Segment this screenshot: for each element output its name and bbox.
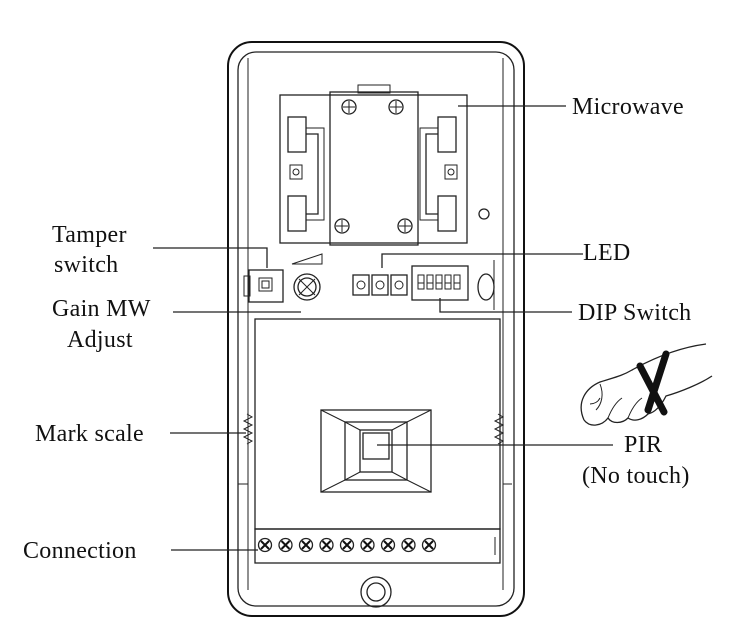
mark-scale-left bbox=[242, 413, 254, 445]
label-dip-switch: DIP Switch bbox=[578, 300, 691, 326]
terminal-screw-icon bbox=[339, 537, 355, 553]
screw-icon bbox=[334, 99, 413, 234]
terminal-block bbox=[254, 528, 501, 564]
detector-housing bbox=[227, 41, 525, 617]
gain-potentiometer bbox=[291, 253, 323, 301]
dip-switch bbox=[411, 265, 469, 301]
tamper-switch bbox=[243, 269, 284, 303]
terminal-screw-icon bbox=[380, 537, 396, 553]
led-array bbox=[352, 274, 408, 296]
label-led: LED bbox=[583, 240, 631, 266]
microwave-module bbox=[279, 84, 490, 246]
label-gain-line2: Adjust bbox=[67, 327, 133, 353]
terminal-screw-icon bbox=[257, 537, 273, 553]
pir-sensor bbox=[320, 409, 432, 493]
label-connection: Connection bbox=[23, 538, 137, 564]
terminal-screw-icon bbox=[421, 537, 437, 553]
callout-lines bbox=[153, 105, 613, 551]
no-touch-hand-icon bbox=[580, 343, 713, 426]
terminal-screw-icon bbox=[360, 537, 375, 553]
terminal-screw-icon bbox=[401, 537, 416, 553]
label-mark-scale: Mark scale bbox=[35, 421, 144, 447]
label-gain-line1: Gain MW bbox=[52, 296, 151, 322]
label-microwave: Microwave bbox=[572, 94, 684, 120]
label-tamper-line2: switch bbox=[54, 252, 118, 278]
label-pir-line1: PIR bbox=[624, 432, 662, 458]
terminal-screw-icon bbox=[319, 537, 334, 553]
pir-board bbox=[238, 318, 512, 530]
mark-scale-right bbox=[493, 413, 505, 445]
mounting-slot bbox=[477, 273, 495, 301]
label-pir-line2: (No touch) bbox=[582, 463, 690, 489]
terminal-screw-icon bbox=[278, 537, 293, 553]
terminal-screw-icon bbox=[298, 537, 314, 553]
label-tamper-line1: Tamper bbox=[52, 222, 127, 248]
